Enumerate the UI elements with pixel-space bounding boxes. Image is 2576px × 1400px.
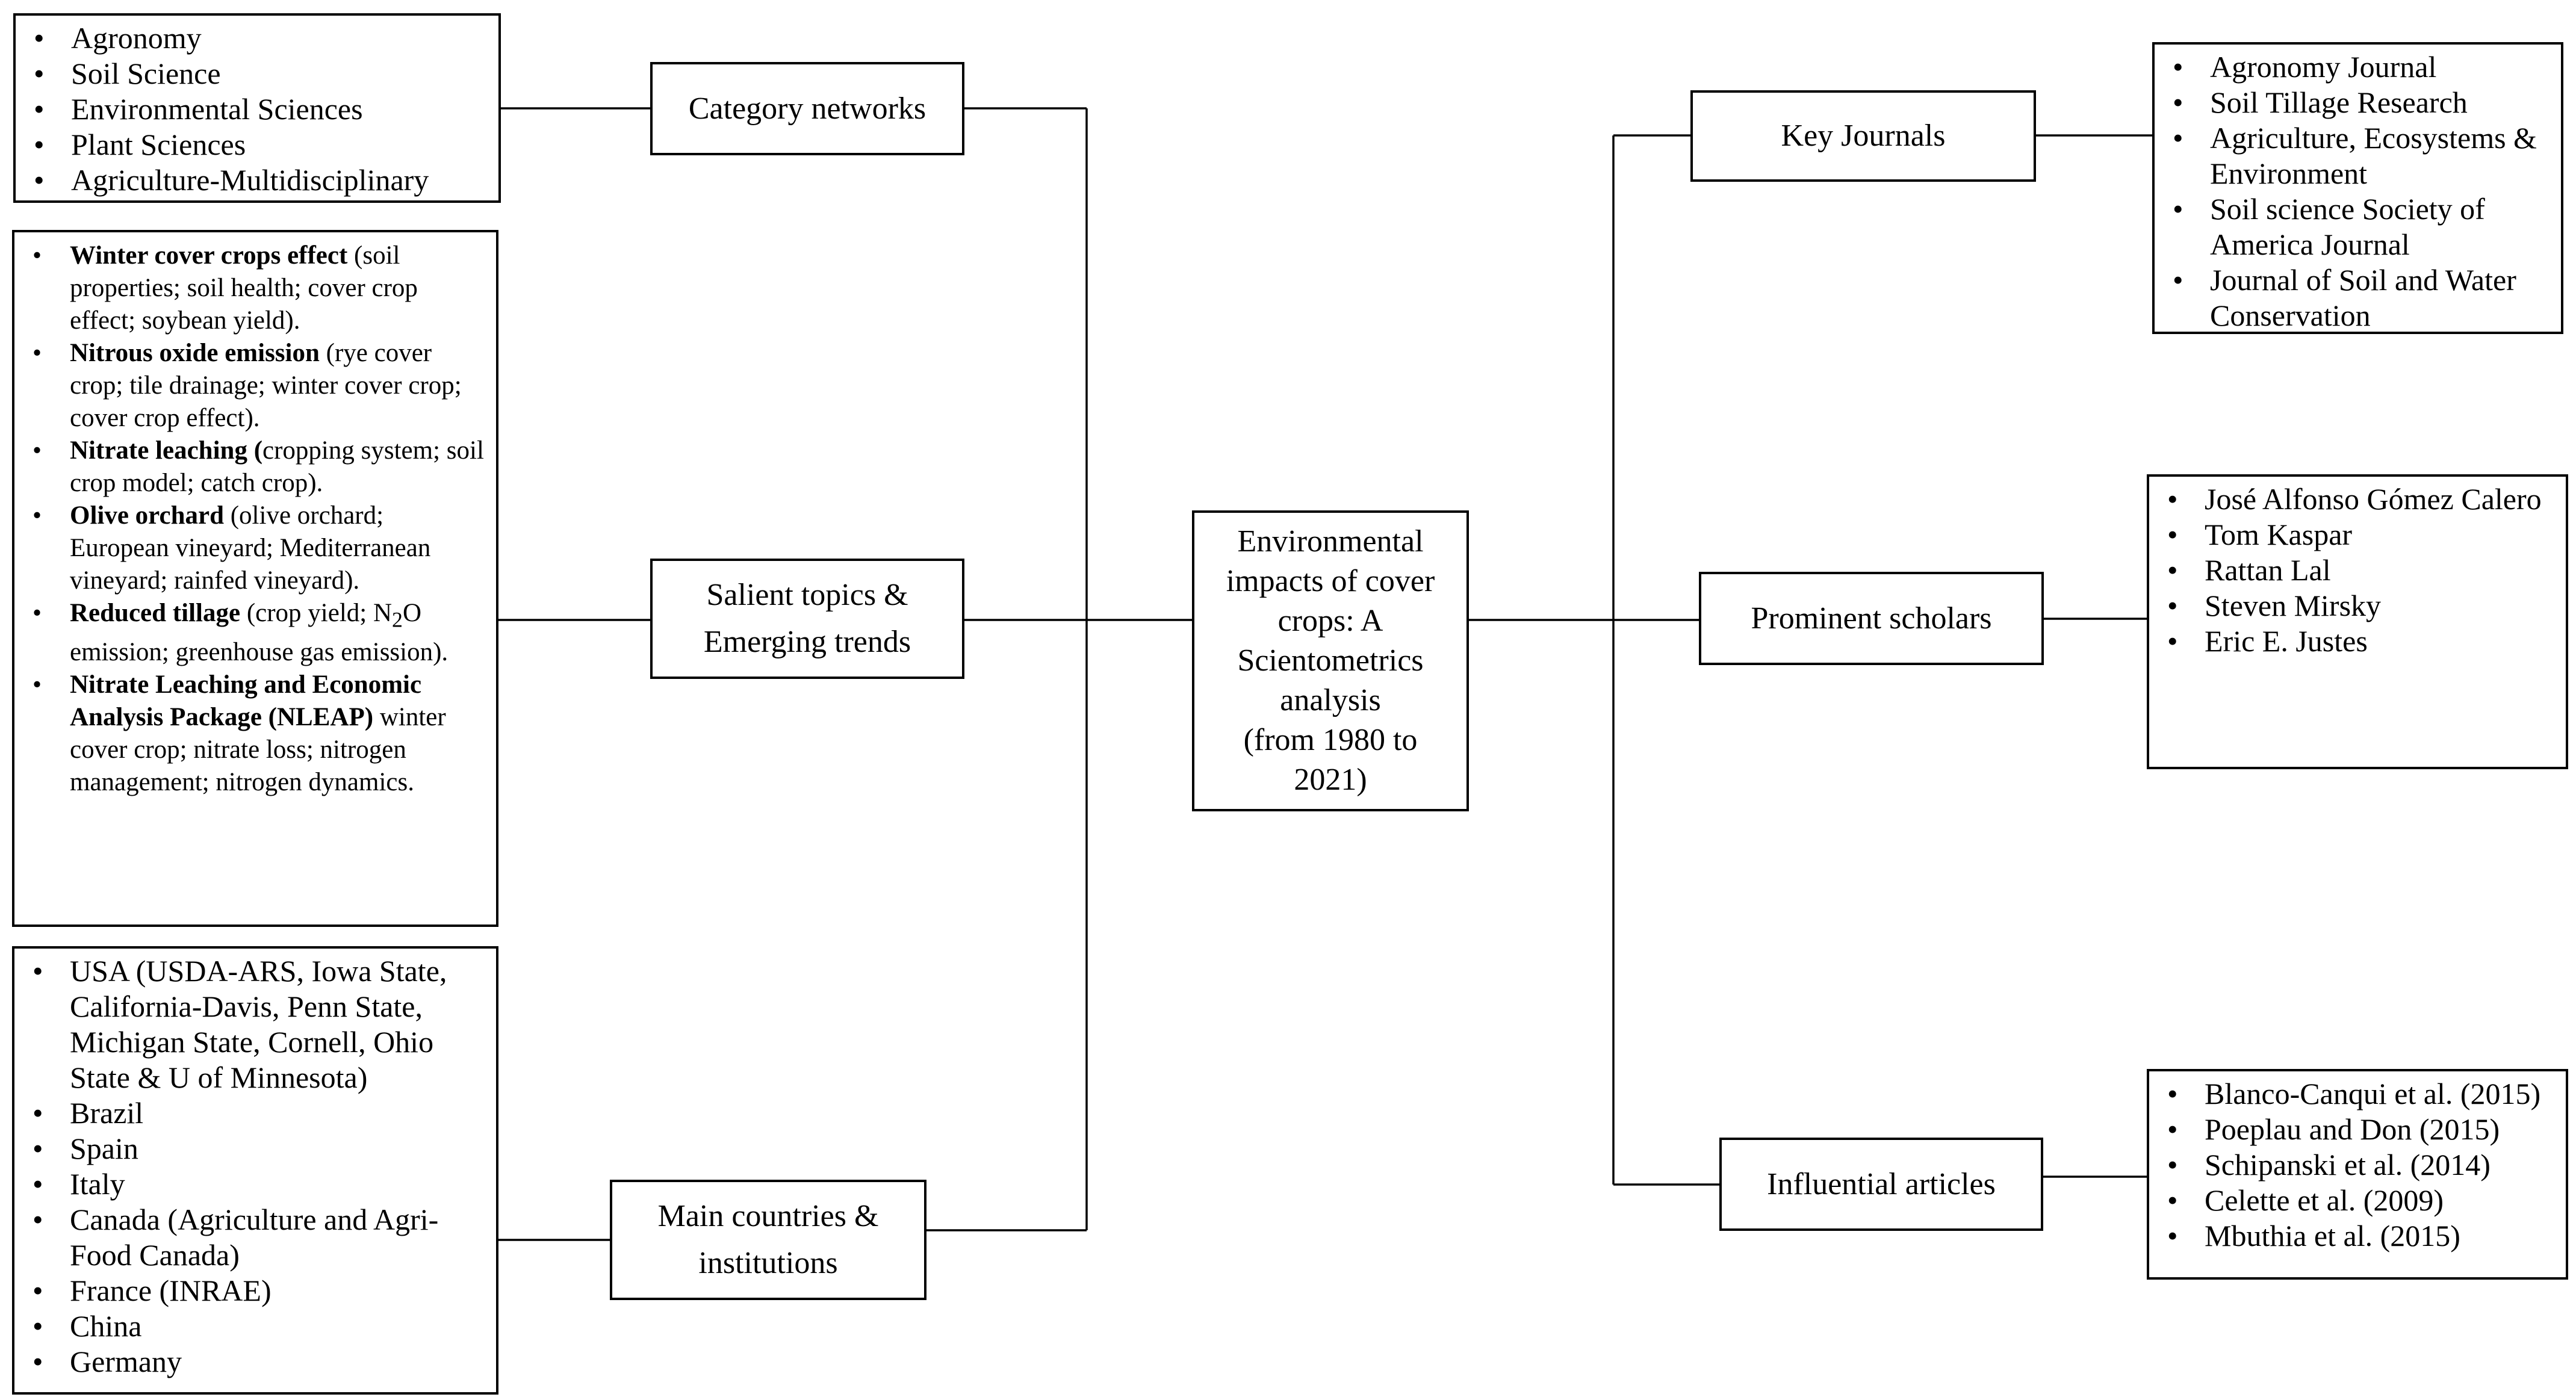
salient-topic-keywords: (crop yield; N — [240, 599, 393, 627]
category-networks-node: Category networks — [650, 62, 964, 155]
salient-topic-heading: Nitrous oxide emission — [70, 339, 320, 367]
main-countries-node: Main countries & institutions — [610, 1180, 926, 1300]
article-item: Celette et al. (2009) — [2167, 1183, 2555, 1218]
main-countries-label-line-1: Main countries & — [657, 1199, 879, 1233]
journal-item: Agriculture, Ecosystems & Environment — [2173, 120, 2550, 191]
category-network-item: Plant Sciences — [34, 127, 488, 163]
key-journals-node: Key Journals — [1690, 90, 2036, 182]
journal-item: Agronomy Journal — [2173, 49, 2550, 85]
article-item: Poeplau and Don (2015) — [2167, 1112, 2555, 1147]
main-countries-list: USA (USDA-ARS, Iowa State, California-Da… — [12, 946, 498, 1395]
key-journals-label: Key Journals — [1781, 119, 1946, 153]
category-network-item: Soil Science — [34, 56, 488, 91]
scholar-item: Steven Mirsky — [2167, 588, 2555, 624]
salient-topic-keywords: cropping system; soil crop model; catch … — [70, 436, 484, 497]
category-network-item: Environmental Sciences — [34, 91, 488, 127]
article-item: Schipanski et al. (2014) — [2167, 1147, 2555, 1183]
scholar-item: Tom Kaspar — [2167, 517, 2555, 553]
country-item: USA (USDA-ARS, Iowa State, California-Da… — [33, 953, 485, 1095]
scholar-item: José Alfonso Gómez Calero — [2167, 482, 2555, 517]
salient-topic-heading: Nitrate Leaching and Economic Analysis P… — [70, 670, 422, 731]
key-journals-list: Agronomy JournalSoil Tillage ResearchAgr… — [2152, 42, 2563, 334]
journal-item: Soil science Society of America Journal — [2173, 191, 2550, 262]
salient-topics-label-line-2: Emerging trends — [703, 625, 911, 659]
influential-articles-node: Influential articles — [1719, 1138, 2043, 1231]
category-network-item: Agriculture-Multidisciplinary — [34, 163, 488, 198]
central-line-1: Environmental — [1237, 524, 1424, 559]
scholar-item: Rattan Lal — [2167, 553, 2555, 588]
article-item: Blanco-Canqui et al. (2015) — [2167, 1076, 2555, 1112]
salient-topic-item: Olive orchard (olive orchard; European v… — [33, 500, 485, 597]
salient-topic-heading: Nitrate leaching ( — [70, 436, 263, 465]
central-topic-node: Environmental impacts of cover crops: A … — [1192, 510, 1469, 811]
country-item: China — [33, 1309, 485, 1344]
influential-articles-list: Blanco-Canqui et al. (2015)Poeplau and D… — [2147, 1069, 2568, 1280]
main-countries-label-line-2: institutions — [698, 1246, 838, 1280]
salient-topic-keywords: (rye cover crop; tile drainage; winter c… — [70, 339, 462, 432]
salient-topic-item: Reduced tillage (crop yield; N2O emissio… — [33, 597, 485, 669]
influential-articles-label: Influential articles — [1767, 1166, 1996, 1201]
country-item: Brazil — [33, 1095, 485, 1131]
salient-topic-item: Nitrate Leaching and Economic Analysis P… — [33, 669, 485, 799]
subscript-text: 2 — [392, 607, 403, 632]
salient-topic-keywords-cont: O emission; greenhouse gas emission). — [70, 599, 448, 666]
article-item: Mbuthia et al. (2015) — [2167, 1218, 2555, 1254]
salient-topic-item: Nitrous oxide emission (rye cover crop; … — [33, 337, 485, 435]
prominent-scholars-label: Prominent scholars — [1751, 601, 1992, 636]
salient-topic-heading: Winter cover crops effect — [70, 241, 348, 270]
central-line-2: impacts of cover — [1226, 564, 1435, 598]
salient-topics-node: Salient topics & Emerging trends — [650, 559, 964, 679]
central-line-5: analysis — [1280, 683, 1381, 717]
salient-topic-keywords: winter cover crop; nitrate loss; nitroge… — [70, 702, 446, 796]
central-line-3: crops: A — [1277, 604, 1383, 638]
central-line-4: Scientometrics — [1237, 643, 1424, 678]
country-item: Germany — [33, 1344, 485, 1380]
salient-topic-keywords: (soil properties; soil health; cover cro… — [70, 241, 418, 335]
salient-topic-item: Winter cover crops effect (soil properti… — [33, 240, 485, 337]
scholar-item: Eric E. Justes — [2167, 624, 2555, 659]
journal-item: Journal of Soil and Water Conservation — [2173, 262, 2550, 332]
central-line-6: (from 1980 to — [1243, 723, 1418, 757]
prominent-scholars-list: José Alfonso Gómez CaleroTom KasparRatta… — [2147, 474, 2568, 769]
country-item: Italy — [33, 1166, 485, 1202]
prominent-scholars-node: Prominent scholars — [1699, 572, 2044, 665]
central-line-7: 2021) — [1294, 763, 1367, 797]
salient-topics-label-line-1: Salient topics & — [706, 578, 908, 612]
category-networks-list: AgronomySoil ScienceEnvironmental Scienc… — [13, 13, 501, 203]
salient-topic-keywords: (olive orchard; European vineyard; Medit… — [70, 501, 431, 595]
journal-item: Soil Tillage Research — [2173, 85, 2550, 120]
salient-topics-list: Winter cover crops effect (soil properti… — [12, 230, 498, 927]
category-networks-label: Category networks — [688, 91, 926, 126]
country-item: Canada (Agriculture and Agri-Food Canada… — [33, 1202, 485, 1273]
country-item: Spain — [33, 1131, 485, 1166]
salient-topic-heading: Reduced tillage — [70, 599, 241, 627]
salient-topic-item: Nitrate leaching (cropping system; soil … — [33, 435, 485, 500]
salient-topic-heading: Olive orchard — [70, 501, 224, 530]
category-network-item: Agronomy — [34, 20, 488, 56]
country-item: France (INRAE) — [33, 1273, 485, 1309]
